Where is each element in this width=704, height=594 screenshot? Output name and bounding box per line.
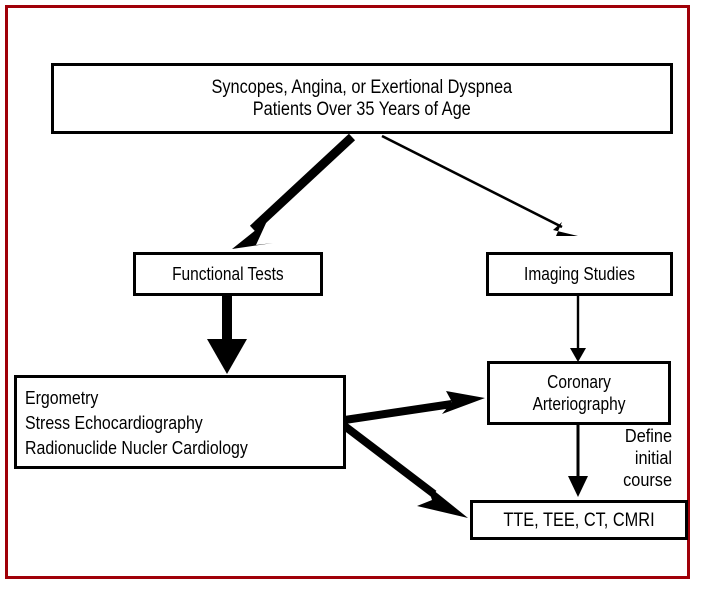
node-coronary-arteriography: Coronary Arteriography (487, 361, 671, 425)
node-functional-modalities-line-3: Radionuclide Nucler Cardiology (25, 436, 248, 458)
edge-label-line-3: course (623, 469, 672, 490)
node-presentation: Syncopes, Angina, or Exertional Dyspnea … (51, 63, 673, 134)
node-presentation-line-2: Patients Over 35 Years of Age (252, 98, 472, 120)
edge-functional-modalities-to-imaging-modalities (335, 417, 468, 518)
node-functional-modalities: Ergometry Stress Echocardiography Radion… (14, 375, 346, 469)
node-functional-modalities-line-1: Ergometry (25, 386, 99, 408)
node-functional-tests: Functional Tests (133, 252, 323, 296)
edge-coronary-arteriography-to-imaging-modalities (568, 425, 588, 497)
node-functional-modalities-line-2: Stress Echocardiography (25, 411, 203, 433)
node-functional-tests-label: Functional Tests (172, 264, 284, 284)
edge-presentation-to-functional-tests (232, 133, 356, 249)
edge-label-line-2: initial (634, 447, 672, 468)
edge-label-define-initial-course: Define initial course (586, 425, 672, 491)
node-presentation-line-1: Syncopes, Angina, or Exertional Dyspnea (211, 76, 513, 98)
node-imaging-studies-label: Imaging Studies (523, 264, 635, 284)
node-imaging-modalities-label: TTE, TEE, CT, CMRI (503, 509, 655, 531)
edge-label-line-1: Define (624, 425, 672, 446)
edge-functional-tests-to-functional-modalities (207, 296, 247, 374)
node-coronary-arteriography-line-2: Arteriography (532, 394, 626, 414)
edge-imaging-studies-to-coronary-arteriography (570, 296, 586, 362)
node-imaging-modalities: TTE, TEE, CT, CMRI (470, 500, 688, 540)
edge-functional-modalities-to-coronary-arteriography (337, 391, 485, 425)
edge-presentation-to-imaging-studies (381, 134, 578, 236)
figure-border (5, 5, 690, 579)
node-coronary-arteriography-line-1: Coronary (547, 372, 611, 392)
node-imaging-studies: Imaging Studies (486, 252, 673, 296)
